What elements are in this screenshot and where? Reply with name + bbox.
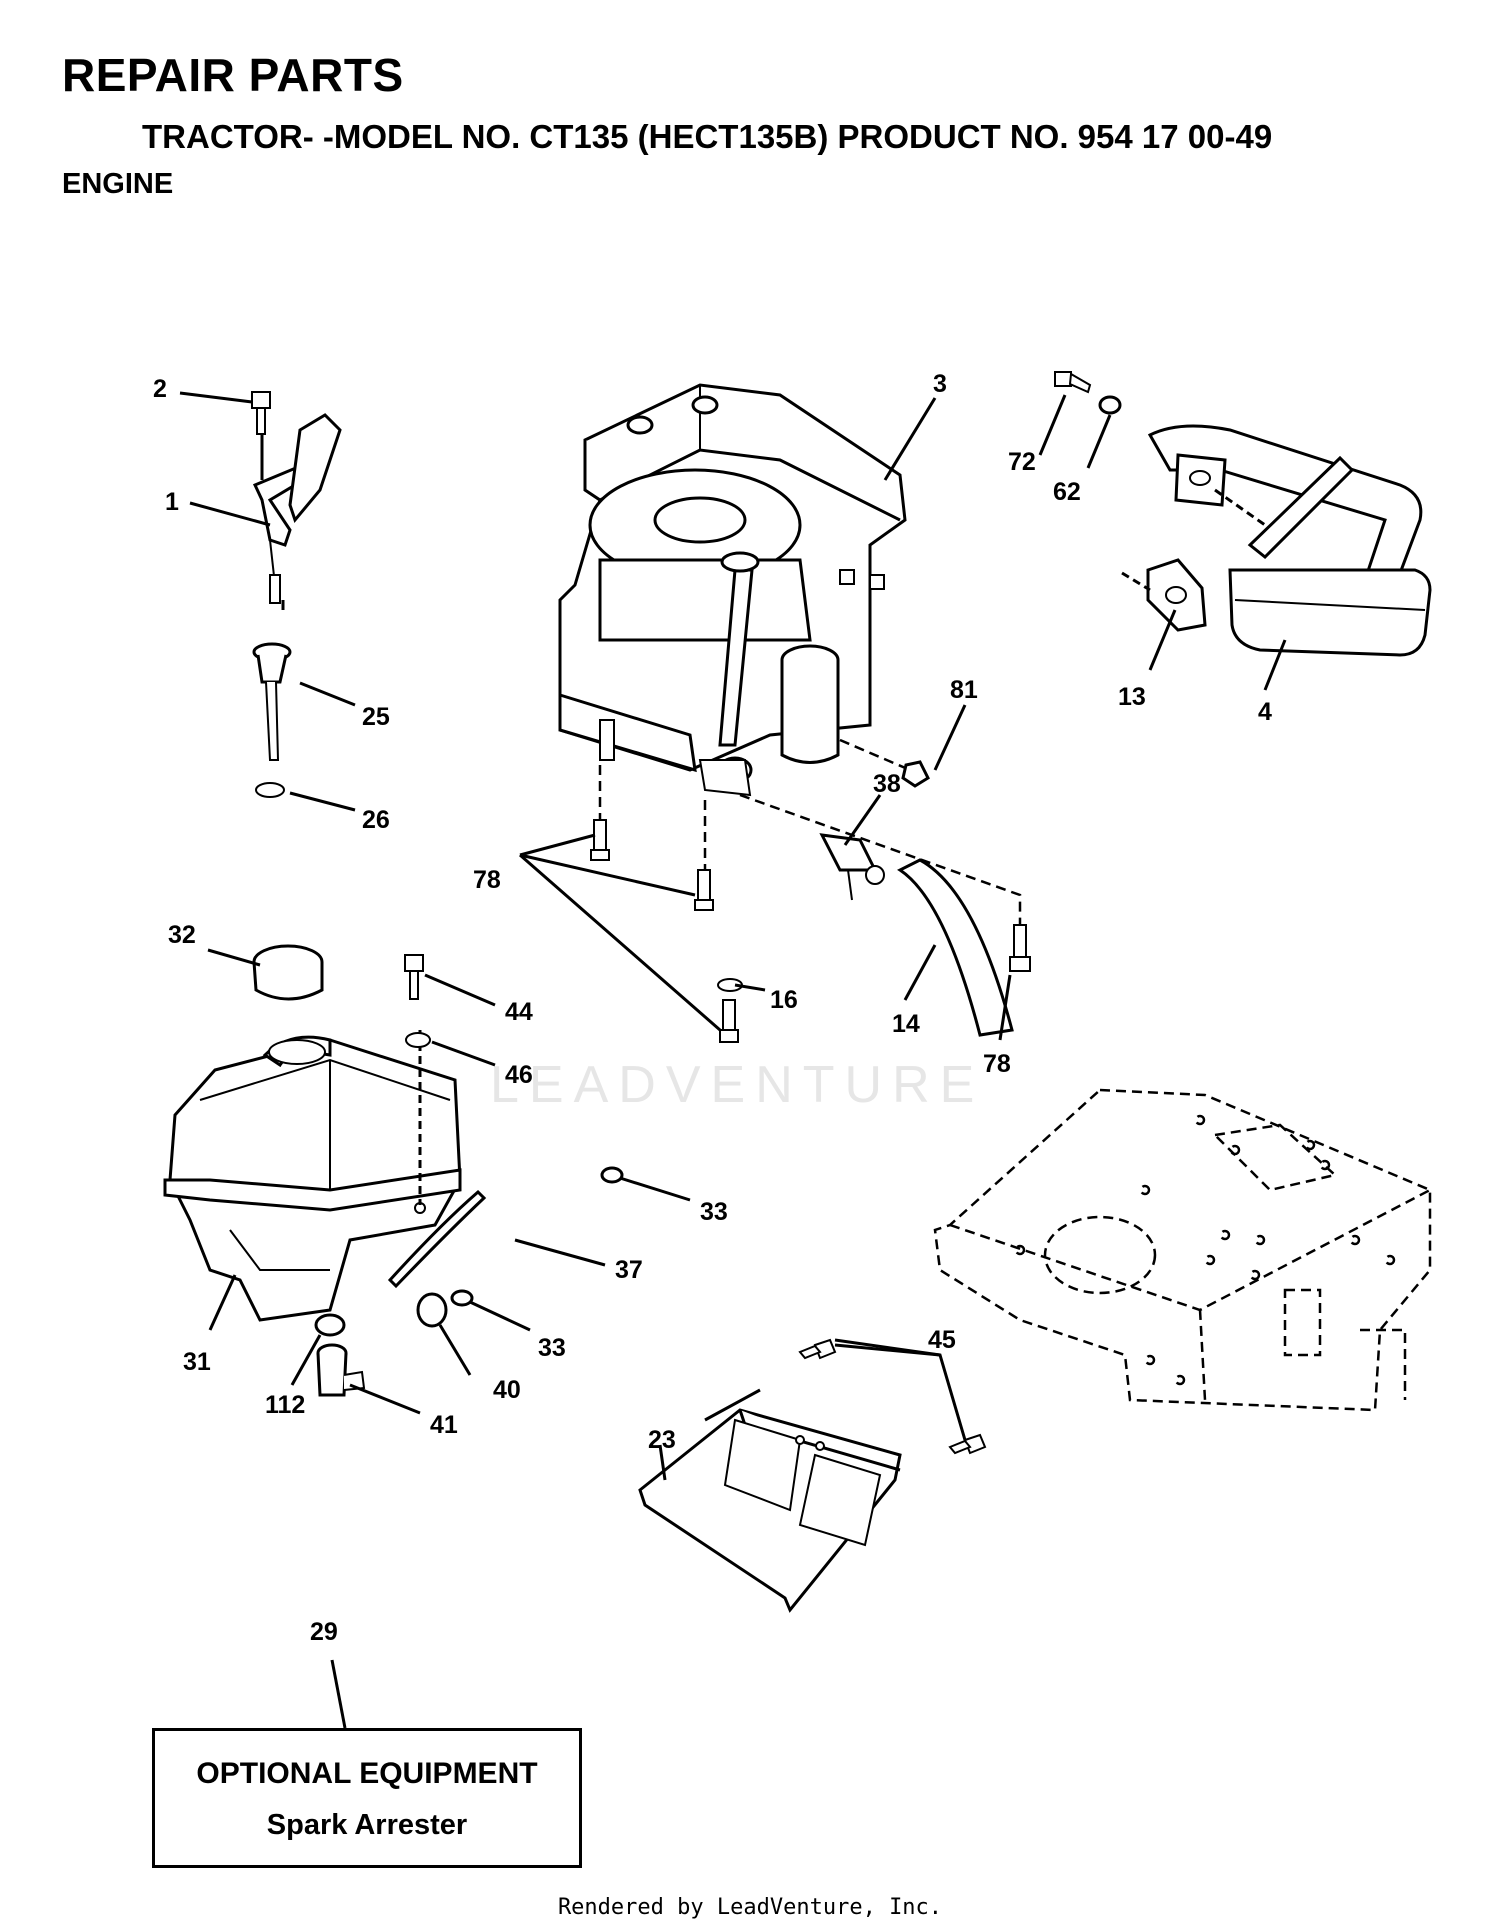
oil-drain-hose — [897, 858, 1014, 1037]
callout-38: 38 — [873, 770, 901, 798]
callout-46: 46 — [505, 1061, 533, 1089]
page-title: REPAIR PARTS — [62, 49, 404, 101]
callout-1: 1 — [165, 488, 179, 516]
callout-33-lower: 33 — [538, 1334, 566, 1362]
callout-26: 26 — [362, 806, 390, 834]
callout-16: 16 — [770, 986, 798, 1014]
optional-equipment-title: OPTIONAL EQUIPMENT — [196, 1757, 538, 1790]
callout-23: 23 — [648, 1426, 676, 1454]
callout-13: 13 — [1118, 683, 1146, 711]
callout-44: 44 — [505, 998, 533, 1026]
throttle-control — [251, 391, 342, 610]
callout-62: 62 — [1053, 478, 1081, 506]
hose-clamp-lower — [450, 1289, 474, 1307]
tank-bushing — [314, 1313, 346, 1337]
callout-37: 37 — [615, 1256, 643, 1284]
choke-cable — [252, 642, 292, 798]
section-title: ENGINE — [62, 168, 174, 200]
page-header: REPAIR PARTS TRACTOR- -MODEL NO. CT135 (… — [62, 52, 1462, 201]
leader-lines — [179, 391, 1287, 1729]
callout-32: 32 — [168, 921, 196, 949]
callout-78-right: 78 — [983, 1050, 1011, 1078]
tank-screw — [404, 954, 424, 1000]
optional-equipment-box: OPTIONAL EQUIPMENT Spark Arrester — [152, 1728, 582, 1868]
callout-3: 3 — [933, 370, 947, 398]
callout-4: 4 — [1258, 698, 1272, 726]
callout-78-left: 78 — [473, 866, 501, 894]
chassis-frame — [933, 1088, 1432, 1412]
model-subtitle: TRACTOR- -MODEL NO. CT135 (HECT135B) PRO… — [142, 118, 1273, 155]
engine-block — [558, 383, 1022, 945]
heat-shield — [638, 1408, 902, 1613]
callout-14: 14 — [892, 1010, 920, 1038]
callouts: 2 1 3 72 62 13 4 25 26 81 38 78 16 14 78… — [153, 370, 1272, 1646]
callout-72: 72 — [1008, 448, 1036, 476]
callout-41: 41 — [430, 1411, 458, 1439]
exhaust-washer — [1098, 395, 1122, 415]
engine-bolts — [590, 819, 1031, 1043]
hose-clamp-upper — [600, 1166, 624, 1184]
callout-40: 40 — [493, 1376, 521, 1404]
fuel-line — [387, 1189, 487, 1289]
callout-29: 29 — [310, 1618, 338, 1646]
callout-2: 2 — [153, 375, 167, 403]
fuel-valve — [316, 1343, 366, 1397]
callout-33-upper: 33 — [700, 1198, 728, 1226]
watermark-text: LEADVENTURE — [490, 1056, 984, 1114]
muffler-assembly — [1121, 424, 1432, 657]
tank-grommet — [416, 1292, 448, 1328]
fuel-tank — [163, 944, 462, 1322]
callout-81: 81 — [950, 676, 978, 704]
exhaust-bolt — [1054, 371, 1092, 394]
render-credit: Rendered by LeadVenture, Inc. — [557, 1895, 943, 1920]
callout-45: 45 — [928, 1326, 956, 1354]
engine-nut — [901, 760, 930, 788]
callout-31: 31 — [183, 1348, 211, 1376]
oil-drain-valve — [819, 833, 885, 901]
shield-bolts — [798, 1338, 987, 1455]
callout-25: 25 — [362, 703, 390, 731]
optional-equipment-item: Spark Arrester — [266, 1809, 468, 1841]
tank-washer — [405, 1032, 431, 1048]
callout-112: 112 — [265, 1391, 305, 1419]
